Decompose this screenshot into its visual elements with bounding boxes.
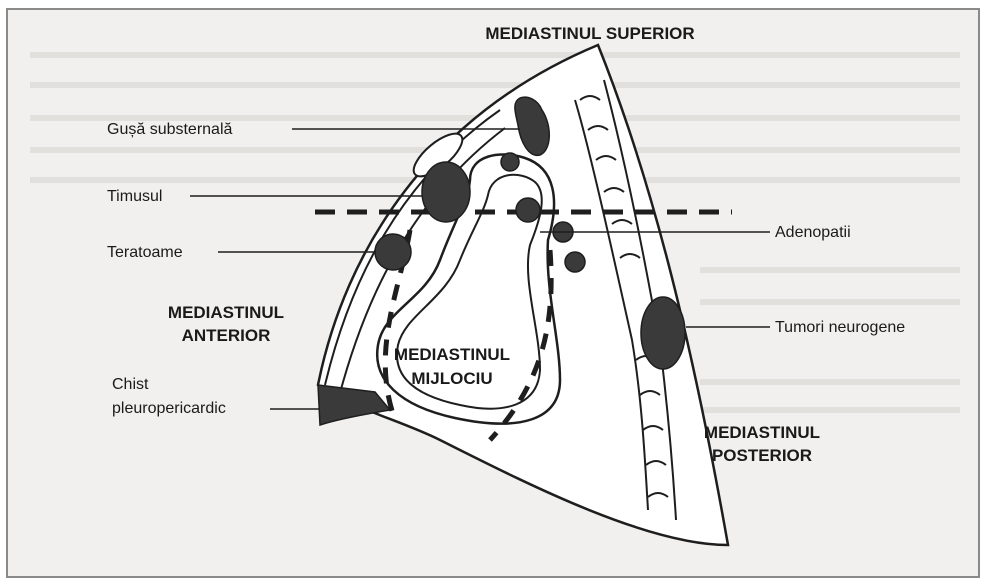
- label-mediastinum-posterior-1: MEDIASTINUL: [704, 423, 820, 442]
- superior-lymph-node: [501, 153, 519, 171]
- label-mediastinum-anterior-1: MEDIASTINUL: [168, 303, 284, 322]
- lymph-node-3: [565, 252, 585, 272]
- label-mediastinum-anterior-2: ANTERIOR: [182, 326, 271, 345]
- label-mediastinum-posterior-2: POSTERIOR: [712, 446, 812, 465]
- label-lymph-nodes: Adenopatii: [775, 224, 851, 241]
- label-thymus: Timusul: [107, 188, 162, 205]
- label-cyst-2: pleuropericardic: [112, 400, 226, 417]
- teratoma-lesion: [375, 234, 411, 270]
- lymph-node-1: [516, 198, 540, 222]
- label-mediastinum-superior: MEDIASTINUL SUPERIOR: [485, 24, 694, 43]
- label-mediastinum-middle-1: MEDIASTINUL: [394, 345, 510, 364]
- thymus-lesion: [422, 162, 470, 222]
- label-goiter: Gușă substernală: [107, 121, 233, 138]
- neurogenic-tumor: [641, 297, 685, 369]
- label-mediastinum-middle-2: MIJLOCIU: [411, 369, 492, 388]
- label-neurogenic-tumors: Tumori neurogene: [775, 319, 905, 336]
- label-cyst-1: Chist: [112, 376, 149, 393]
- label-teratoma: Teratoame: [107, 244, 183, 261]
